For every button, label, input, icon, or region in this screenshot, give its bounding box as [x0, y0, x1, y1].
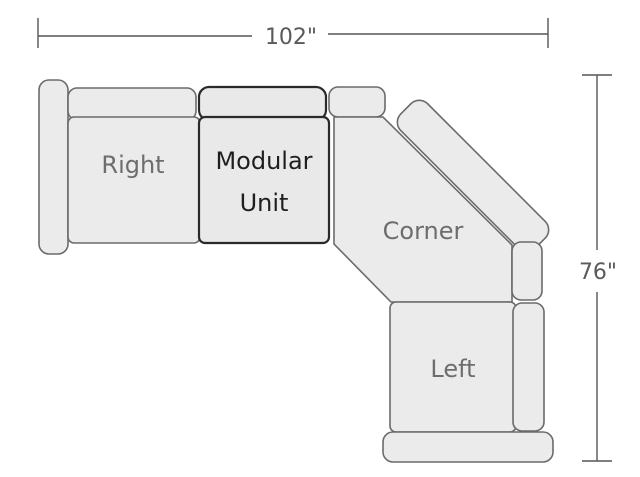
right-section-label: Right	[101, 151, 164, 179]
corner-section: Corner	[328, 86, 550, 303]
corner-back-cushion-small	[328, 86, 386, 118]
width-label: 102"	[265, 25, 317, 50]
corner-side-back-cushion	[511, 241, 543, 301]
left-section-backrest	[512, 302, 545, 432]
left-section: Left	[389, 301, 545, 433]
depth-dimension: 76"	[579, 74, 617, 462]
right-section-backrest	[67, 87, 197, 121]
bottom-end-arm	[382, 431, 554, 463]
depth-label: 76"	[579, 260, 617, 285]
corner-section-label: Corner	[383, 217, 464, 245]
modular-unit-label-line2: Unit	[240, 189, 289, 217]
right-section: Right	[67, 87, 201, 244]
modular-unit-label-line1: Modular	[215, 147, 312, 175]
left-end-arm	[38, 79, 69, 255]
width-dimension: 102"	[37, 18, 549, 50]
modular-unit-backrest	[197, 85, 328, 122]
modular-unit-seat	[197, 115, 331, 245]
corner-diagonal-backrest	[396, 99, 550, 253]
modular-unit-section: Modular Unit	[197, 85, 331, 245]
left-section-label: Left	[430, 355, 475, 383]
right-section-seat	[67, 116, 201, 244]
